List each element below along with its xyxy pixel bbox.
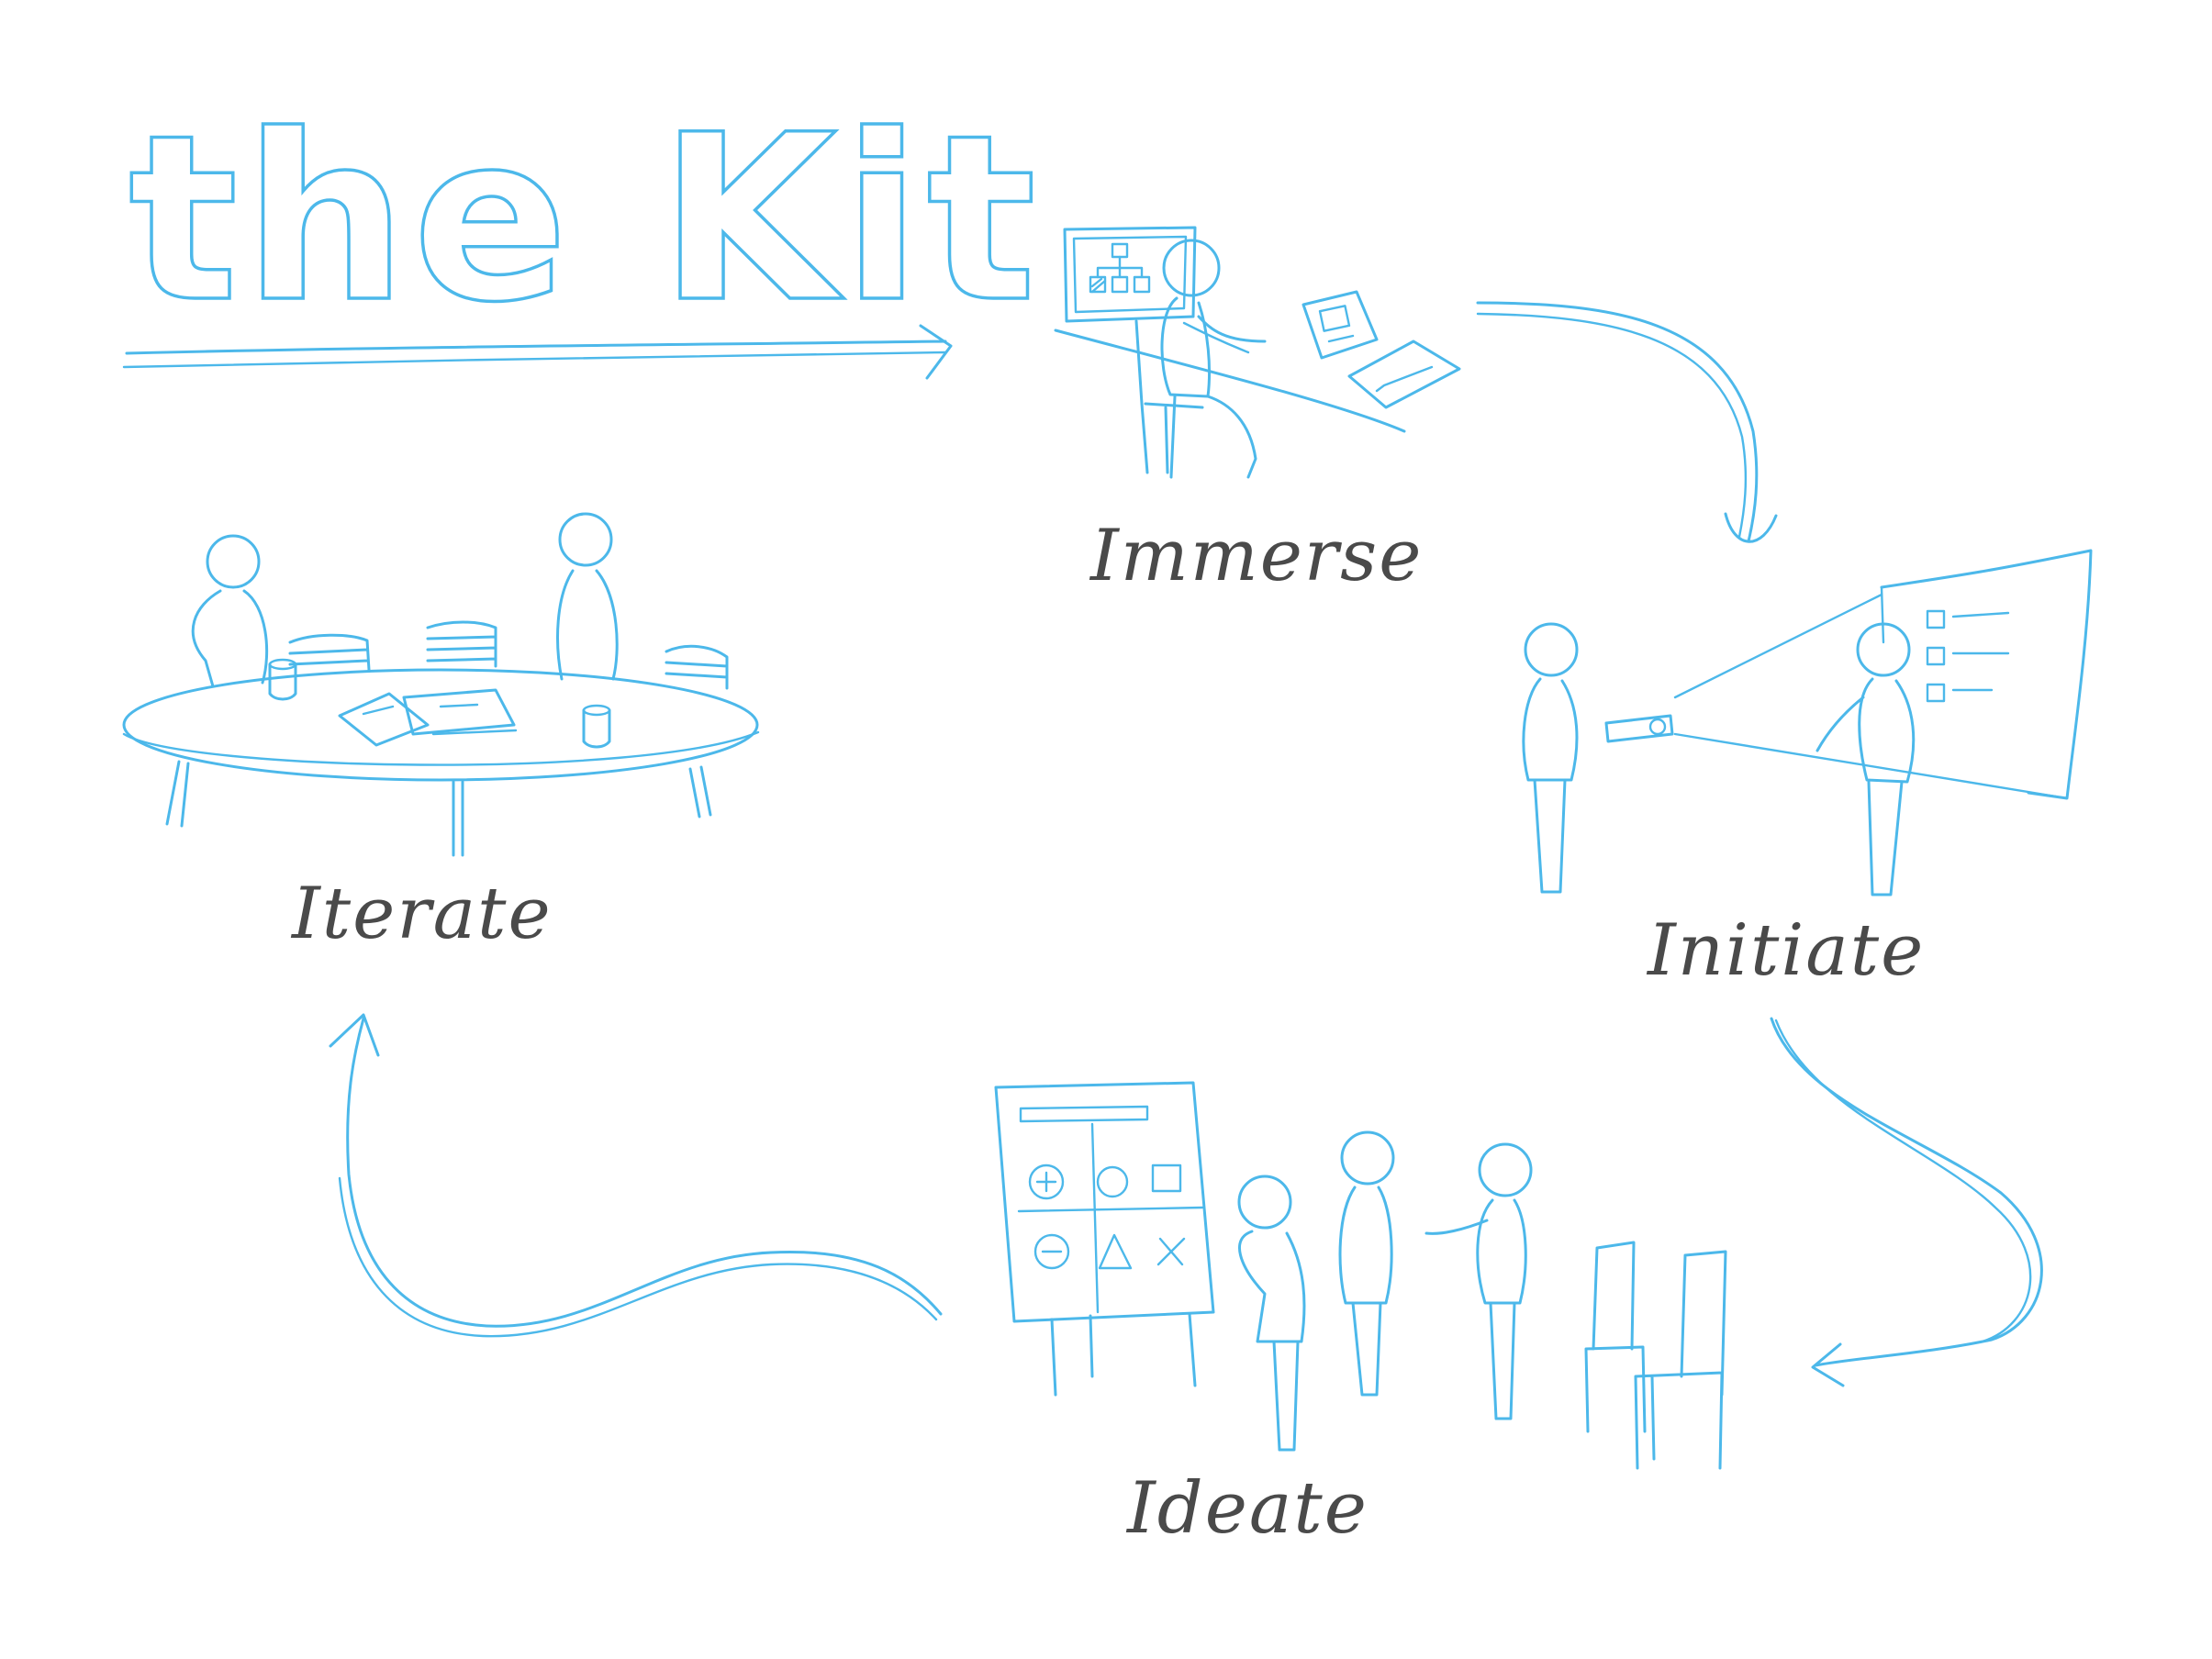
ideate-illustration — [994, 1081, 1727, 1470]
stage-label-initiate: Initiate — [1646, 909, 1925, 992]
arrow-immerse-to-initiate — [1476, 301, 1778, 543]
stage-label-iterate: Iterate — [290, 873, 553, 955]
arrow-ideate-to-iterate — [329, 1013, 943, 1338]
title: the Kit — [128, 85, 1042, 352]
iterate-illustration — [122, 512, 760, 857]
stage-label-ideate: Ideate — [1125, 1467, 1369, 1550]
title-underline-arrow — [122, 324, 953, 380]
immerse-illustration — [1054, 226, 1461, 479]
stage-label-immerse: Immerse — [1089, 515, 1423, 597]
initiate-illustration — [1522, 549, 2093, 896]
arrow-initiate-to-ideate — [1770, 1017, 2043, 1387]
